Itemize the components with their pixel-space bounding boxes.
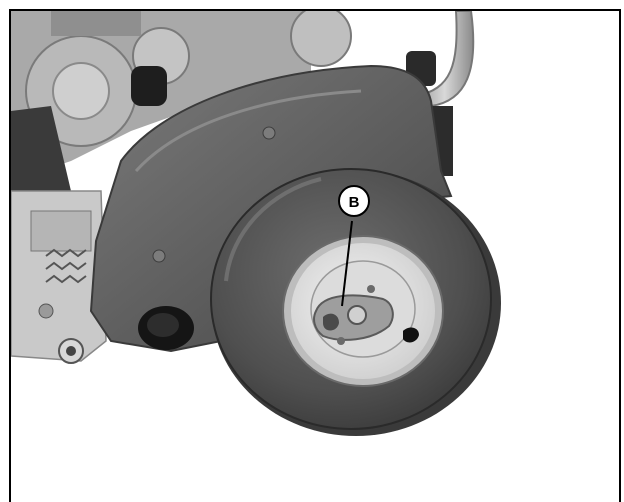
callout-label: B xyxy=(349,194,360,211)
engine-assembly xyxy=(11,11,352,201)
figure-frame: B xyxy=(9,9,621,502)
callout-b: B xyxy=(338,185,370,307)
machine-illustration: B xyxy=(11,11,501,436)
wheel-rim xyxy=(282,235,444,387)
wheel xyxy=(210,168,501,436)
spring-linkage xyxy=(11,190,107,364)
handle-bar xyxy=(406,11,475,176)
